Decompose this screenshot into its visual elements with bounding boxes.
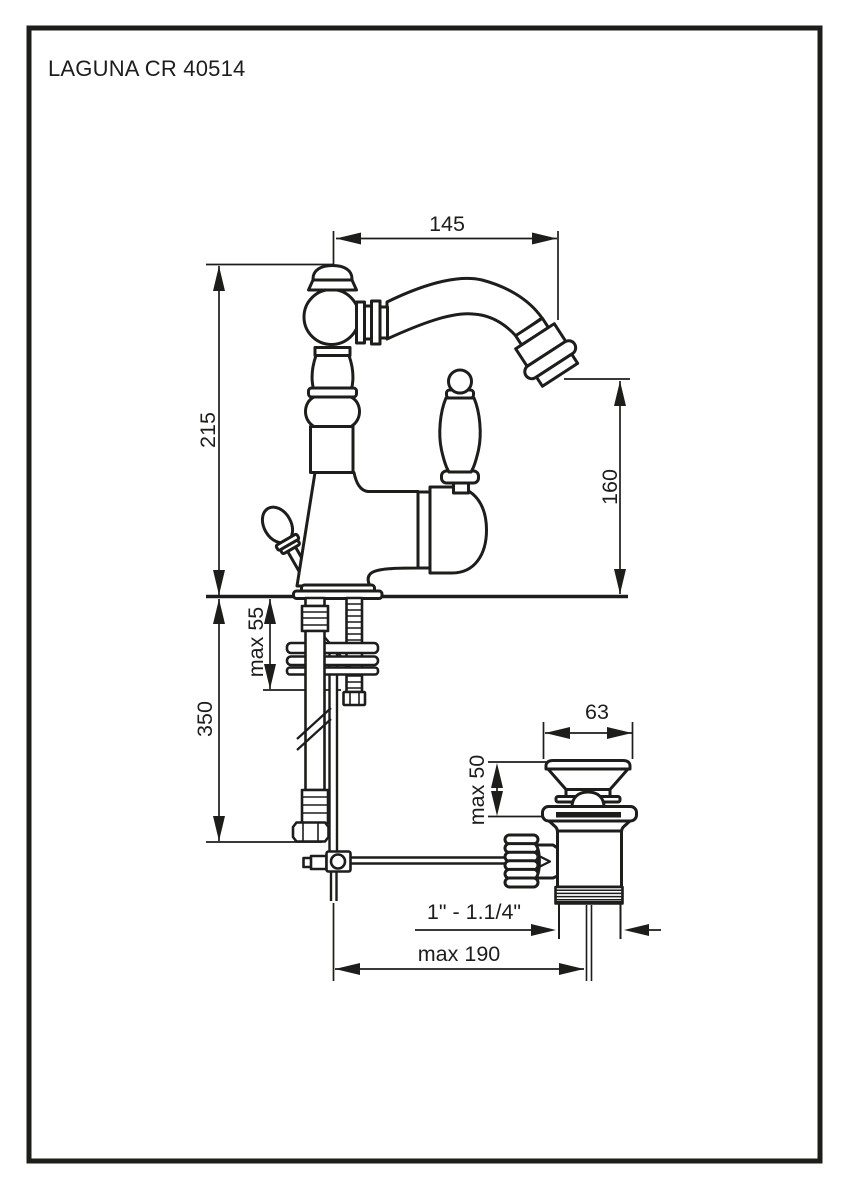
arrow-215-top xyxy=(213,266,225,291)
dim-63-extension-lines xyxy=(542,722,634,759)
popup-vertical-rod xyxy=(328,648,339,855)
arrow-55-bottom xyxy=(264,664,276,689)
arrow-190-right xyxy=(559,963,584,975)
arrow-215-bottom xyxy=(213,570,225,595)
mixer-body xyxy=(295,471,420,588)
arrow-145-right xyxy=(532,232,557,245)
arrow-160-bottom xyxy=(614,569,626,594)
knurl-rib xyxy=(503,876,540,889)
hose-end-nut xyxy=(291,821,330,843)
faucet-sphere-head xyxy=(302,288,361,346)
column-shaft xyxy=(309,425,355,474)
waste-inner-tube xyxy=(585,905,593,981)
mounting-plate xyxy=(285,641,380,655)
hose-nut-facets xyxy=(302,822,319,842)
arrow-50-top xyxy=(491,763,503,788)
horizontal-rod xyxy=(350,856,506,865)
flexible-hose xyxy=(291,596,332,843)
arrow-63-right xyxy=(607,727,632,739)
waste-knurled-nut xyxy=(503,833,540,889)
mounting-plate xyxy=(285,666,380,676)
label-outlet-height: 160 xyxy=(598,469,622,505)
waste-threads xyxy=(556,889,622,903)
aerator-tip xyxy=(534,352,580,388)
spout xyxy=(385,276,544,341)
lever-handle xyxy=(438,368,482,495)
mounting-gasket xyxy=(285,655,380,667)
popup-rod-linkage xyxy=(302,850,506,901)
stud-nut-facets xyxy=(349,692,360,705)
arrow-50-bottom xyxy=(491,791,503,816)
stud-threads xyxy=(347,603,362,689)
waste-rod-socket xyxy=(534,843,559,880)
label-deck-thickness-max: max 55 xyxy=(244,607,268,678)
arrow-160-top xyxy=(614,381,626,406)
cartridge-ring xyxy=(416,490,432,570)
base-flange-lower xyxy=(292,589,384,600)
rod-lower-end xyxy=(329,871,338,901)
waste-tail-walls xyxy=(558,903,622,939)
hose-break-marks xyxy=(296,707,332,751)
label-rod-reach-max: max 190 xyxy=(418,942,501,966)
rod-clamp-pivot xyxy=(329,853,347,870)
column-vase xyxy=(310,354,355,391)
waste-flange-cone xyxy=(546,767,630,791)
clamp-screw xyxy=(309,854,328,871)
dimension-arrowheads xyxy=(213,232,649,975)
popup-knob-collar2 xyxy=(279,539,301,555)
top-cap-skirt xyxy=(307,278,358,292)
waste-gasket xyxy=(556,812,621,818)
arrow-thread-right xyxy=(624,924,649,936)
hose-braid-lines xyxy=(302,611,328,626)
label-spout-reach: 145 xyxy=(429,212,465,236)
arrow-190-left xyxy=(335,963,360,975)
column-bulge xyxy=(304,395,361,428)
dimension-labels: 145 215 160 max 55 350 63 max 50 1" - 1.… xyxy=(193,212,622,966)
under-deck-group xyxy=(285,596,506,901)
sheet-border xyxy=(26,25,823,1164)
hose-braid-lines xyxy=(302,796,328,814)
cartridge-cap xyxy=(428,485,488,575)
hose-lower-braid xyxy=(300,788,330,825)
faucet-body-group xyxy=(260,264,580,600)
arrow-145-left xyxy=(336,232,361,245)
dim-145-extension-lines xyxy=(332,231,559,320)
label-waste-flange-diameter: 63 xyxy=(585,700,609,724)
waste-body xyxy=(556,829,623,889)
stud-nut xyxy=(342,690,367,707)
label-waste-thread-size: 1" - 1.1/4" xyxy=(427,900,521,924)
handle-grip xyxy=(438,396,482,474)
hose-tube xyxy=(304,629,326,792)
handle-ball xyxy=(447,368,473,395)
waste-plug-dome xyxy=(570,790,606,809)
arrow-350-bottom xyxy=(213,816,225,841)
product-title: LAGUNA CR 40514 xyxy=(48,56,245,81)
arrow-350-top xyxy=(213,599,225,624)
arrow-55-top xyxy=(264,599,276,624)
label-total-height: 215 xyxy=(196,412,220,448)
popup-waste-group xyxy=(503,759,638,981)
connector-ring xyxy=(378,305,389,340)
label-hose-length: 350 xyxy=(193,701,217,737)
aerator xyxy=(514,316,580,388)
label-waste-depth-max: max 50 xyxy=(465,755,489,826)
spout-connector-rings xyxy=(355,299,389,346)
waste-flange-top xyxy=(544,759,632,771)
mounting-plates xyxy=(285,641,380,676)
arrow-thread-left xyxy=(531,924,556,936)
arrow-63-left xyxy=(545,727,570,739)
rod-socket-chevron xyxy=(538,855,552,868)
